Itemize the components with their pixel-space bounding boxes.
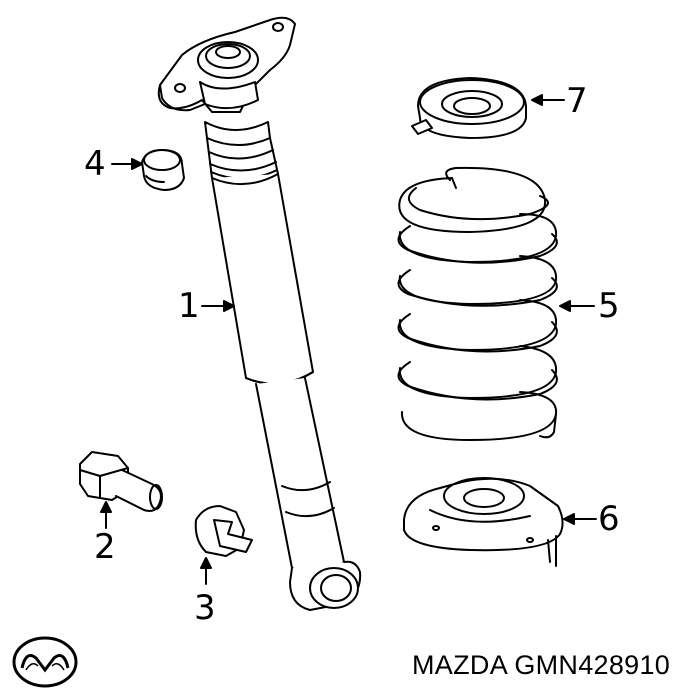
callout-7-upper-spring-seat: 7 — [566, 81, 588, 121]
callout-6-lower-spring-seat: 6 — [598, 499, 620, 539]
callout-1-shock-absorber: 1 — [178, 286, 200, 326]
part-number: GMN428910 — [514, 650, 671, 680]
shock-absorber — [159, 18, 360, 610]
leader-arrows — [101, 95, 596, 584]
brand-name: MAZDA — [412, 650, 507, 680]
mazda-logo — [12, 636, 78, 688]
callout-2-bolt: 2 — [94, 527, 116, 567]
bolt — [80, 452, 162, 511]
upper-spring-seat — [412, 78, 526, 138]
callout-4-bump-stop-cap: 4 — [84, 144, 106, 184]
coil-spring — [398, 168, 556, 440]
part-caption: MAZDA GMN428910 — [412, 650, 670, 681]
nut — [196, 506, 252, 556]
callout-3-nut: 3 — [194, 588, 216, 628]
callout-5-coil-spring: 5 — [598, 286, 620, 326]
bump-stop-cap — [142, 150, 184, 190]
lower-spring-seat — [404, 478, 563, 566]
